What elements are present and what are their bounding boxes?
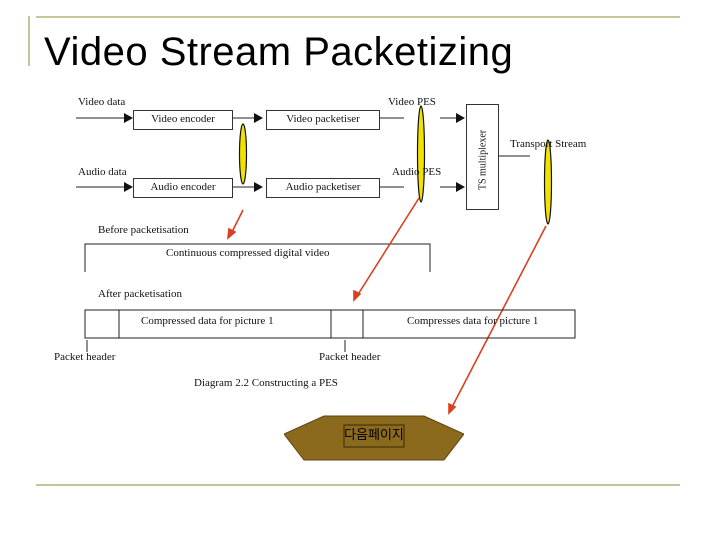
audio-packetiser-box: Audio packetiser [266, 178, 380, 198]
continuous-video-bracket [84, 243, 431, 272]
continuous-video-label: Continuous compressed digital video [166, 247, 330, 259]
video-pes-label: Video PES [388, 96, 436, 108]
pes-row-outline [84, 309, 576, 339]
footer-rule [36, 484, 680, 486]
audio-encoder-label: Audio encoder [150, 181, 216, 193]
video-encoder-label: Video encoder [151, 113, 215, 125]
pointer-pes [356, 197, 420, 297]
packet-header-right-label: Packet header [319, 351, 381, 363]
transport-stream-label: Transport Stream [510, 138, 587, 150]
pes-marker [416, 105, 426, 203]
arrowheads [124, 113, 465, 192]
ts-multiplexer-box [466, 104, 499, 210]
ts-marker [543, 139, 553, 225]
audio-pes-label: Audio PES [392, 166, 442, 178]
audio-packetiser-label: Audio packetiser [285, 181, 361, 193]
video-packetiser-box: Video packetiser [266, 110, 380, 130]
title-accent-tick [28, 16, 30, 66]
video-data-label: Video data [78, 96, 126, 108]
audio-encoder-box: Audio encoder [133, 178, 233, 198]
next-page-label: 다음페이지 [344, 428, 404, 443]
title-accent-line [36, 16, 680, 18]
audio-data-label: Audio data [78, 166, 127, 178]
video-packetiser-label: Video packetiser [286, 113, 360, 125]
diagram-caption: Diagram 2.2 Constructing a PES [194, 377, 338, 389]
after-packetisation-label: After packetisation [98, 288, 182, 300]
video-encoder-box: Video encoder [133, 110, 233, 130]
video-es-marker [238, 123, 248, 185]
before-packetisation-label: Before packetisation [98, 224, 189, 236]
next-page-button-shape [284, 415, 464, 461]
packet-header-left-label: Packet header [54, 351, 116, 363]
pointer-ts [450, 225, 547, 410]
slide-title: Video Stream Packetizing [44, 30, 514, 74]
pes-payload-2-label: Compresses data for picture 1 [407, 315, 539, 327]
pointer-es [230, 209, 244, 235]
ts-multiplexer-label: TS multiplexer [477, 129, 489, 191]
pes-payload-1-label: Compressed data for picture 1 [141, 315, 274, 327]
next-page-button[interactable]: 다음페이지 [284, 414, 464, 462]
